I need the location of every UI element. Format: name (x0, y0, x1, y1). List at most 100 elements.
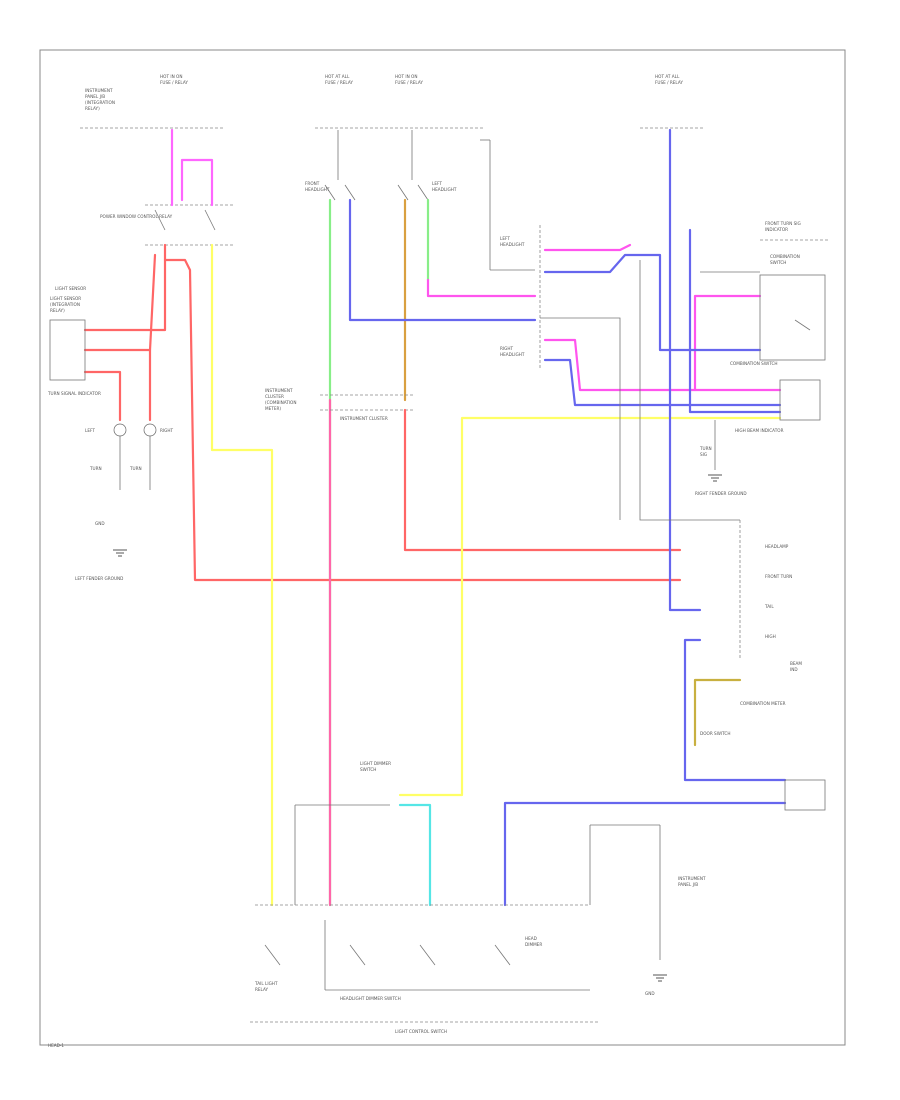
svg-text:PANEL J/B: PANEL J/B (85, 94, 105, 99)
left-sensor: LIGHT SENSOR (INTEGRATION RELAY) LEFT RI… (49, 286, 174, 581)
svg-text:INSTRUMENT: INSTRUMENT (678, 876, 706, 881)
left-sensor-label: LIGHT SENSOR (55, 286, 86, 291)
bottom-switch-label: HEADLIGHT DIMMER SWITCH (340, 996, 401, 1001)
svg-text:TURN: TURN (699, 446, 712, 451)
svg-text:TAIL: TAIL (764, 604, 774, 609)
wire-blue-7 (503, 801, 787, 907)
wire-magenta-3 (543, 338, 782, 392)
svg-text:FUSE / RELAY: FUSE / RELAY (160, 80, 188, 85)
wire-blue-5 (688, 228, 782, 414)
dimmer-label: COMBINATION SWITCH (730, 361, 778, 366)
svg-text:LIGHT SENSOR: LIGHT SENSOR (50, 296, 81, 301)
svg-text:DIMMER: DIMMER (525, 942, 542, 947)
svg-text:INSTRUMENT: INSTRUMENT (265, 388, 293, 393)
svg-text:TAIL LIGHT: TAIL LIGHT (254, 981, 278, 986)
svg-text:RELAY): RELAY) (85, 106, 100, 111)
svg-text:(INTEGRATION: (INTEGRATION (85, 100, 115, 105)
svg-text:RELAY: RELAY (255, 987, 269, 992)
svg-text:FRONT TURN SIG: FRONT TURN SIG (765, 221, 801, 226)
wire-magenta-1 (426, 278, 537, 298)
relay-block: INSTRUMENT PANEL J/B (INTEGRATION RELAY)… (85, 88, 235, 246)
wire-red-3 (83, 253, 157, 352)
bottom-right-unit: INSTRUMENT PANEL J/B GND (589, 824, 706, 996)
wire-yellow-2 (398, 416, 782, 797)
cluster-block: INSTRUMENT CLUSTER (COMBINATION METER) I… (265, 388, 415, 421)
svg-text:LEFT: LEFT (500, 236, 510, 241)
indicator-right-label: HIGH BEAM INDICATOR (735, 428, 784, 433)
svg-text:COMBINATION METER: COMBINATION METER (740, 701, 786, 706)
wire-red-6 (403, 408, 682, 552)
wire-gray-1 (639, 260, 740, 521)
svg-text:HEADLIGHT: HEADLIGHT (500, 242, 525, 247)
svg-text:HEADLAMP: HEADLAMP (765, 544, 789, 549)
svg-text:BEAM: BEAM (790, 661, 802, 666)
right-ground: RIGHT FENDER GROUND (695, 474, 747, 496)
svg-text:HIGH: HIGH (765, 634, 776, 639)
diagram-frame (39, 49, 846, 1046)
right-relay-connectors: LEFT HEADLIGHT RIGHT HEADLIGHT (480, 139, 541, 370)
wire-pink-2 (180, 158, 214, 207)
page-code: HEAD-1 (48, 1043, 64, 1048)
svg-text:RELAY): RELAY) (50, 308, 65, 313)
svg-text:GND: GND (645, 991, 655, 996)
wire-red-1 (83, 243, 167, 332)
svg-text:CLUSTER: CLUSTER (265, 394, 284, 399)
wire-cyan-1 (398, 803, 432, 907)
wire-olive-1 (693, 678, 742, 747)
right-indicator: HIGH BEAM INDICATOR TURN SIG (699, 379, 821, 470)
svg-text:LEFT: LEFT (85, 428, 95, 433)
wire-blue-1 (348, 198, 537, 322)
wire-gray-2 (540, 317, 621, 520)
svg-text:INSTRUMENT: INSTRUMENT (85, 88, 113, 93)
svg-text:HOT IN ON: HOT IN ON (160, 74, 182, 79)
indicator-left-label: TURN SIGNAL INDICATOR (47, 391, 101, 396)
svg-text:LEFT: LEFT (432, 181, 442, 186)
svg-text:FUSE / RELAY: FUSE / RELAY (655, 80, 683, 85)
svg-text:PANEL J/B: PANEL J/B (678, 882, 698, 887)
bottom-switch-box: LIGHT DIMMER SWITCH TAIL LIGHT RELAY HEA… (250, 761, 600, 1034)
wire-magenta-2 (543, 243, 632, 252)
wire-magenta-4 (693, 294, 762, 392)
right-terminals: HEADLAMP FRONT TURN TAIL HIGH BEAM IND C… (739, 520, 802, 706)
svg-text:FRONT: FRONT (305, 181, 320, 186)
relay-block-label: POWER WINDOW CONTROL RELAY (100, 214, 173, 219)
wire-blue-4 (668, 128, 702, 612)
svg-text:(INTEGRATION: (INTEGRATION (50, 302, 80, 307)
svg-text:GND: GND (95, 521, 105, 526)
left-ground-label: LEFT FENDER GROUND (75, 576, 123, 581)
svg-text:COMBINATION: COMBINATION (770, 254, 800, 259)
svg-text:SIG: SIG (700, 452, 707, 457)
wire-red-4 (83, 370, 122, 422)
svg-text:LIGHT DIMMER: LIGHT DIMMER (360, 761, 391, 766)
svg-text:TURN: TURN (89, 466, 102, 471)
svg-text:SWITCH: SWITCH (770, 260, 786, 265)
wire-blue-2 (543, 253, 762, 352)
top-power-labels: HOT IN ON FUSE / RELAY HOT AT ALL FUSE /… (160, 74, 683, 85)
svg-text:INDICATOR: INDICATOR (765, 227, 788, 232)
svg-text:METER): METER) (265, 406, 281, 411)
bottom-unit-label: LIGHT CONTROL SWITCH (395, 1029, 447, 1034)
svg-text:(COMBINATION: (COMBINATION (265, 400, 296, 405)
wire-blue-6 (683, 638, 787, 782)
svg-text:FUSE / RELAY: FUSE / RELAY (395, 80, 423, 85)
wire-red-2 (163, 258, 682, 582)
door-switch-label: DOOR SWITCH (700, 731, 730, 736)
middle-switches: FRONT HEADLIGHT LEFT HEADLIGHT (305, 130, 457, 201)
wire-yellow-1 (210, 243, 274, 907)
svg-text:HEADLIGHT: HEADLIGHT (305, 187, 330, 192)
right-ground-label: RIGHT FENDER GROUND (695, 491, 747, 496)
svg-text:HOT IN ON: HOT IN ON (395, 74, 417, 79)
svg-text:HEADLIGHT: HEADLIGHT (500, 352, 525, 357)
wire-blue-3 (543, 358, 782, 407)
svg-text:SWITCH: SWITCH (360, 767, 376, 772)
svg-text:HOT AT ALL: HOT AT ALL (655, 74, 680, 79)
svg-text:HEAD: HEAD (525, 936, 537, 941)
svg-text:FRONT TURN: FRONT TURN (765, 574, 792, 579)
svg-text:HEADLIGHT: HEADLIGHT (432, 187, 457, 192)
svg-text:RIGHT: RIGHT (500, 346, 514, 351)
svg-text:RIGHT: RIGHT (160, 428, 174, 433)
combination-switch: FRONT TURN SIG INDICATOR COMBINATION SWI… (730, 221, 830, 366)
svg-text:HOT AT ALL: HOT AT ALL (325, 74, 350, 79)
right-lower-box (784, 779, 826, 811)
